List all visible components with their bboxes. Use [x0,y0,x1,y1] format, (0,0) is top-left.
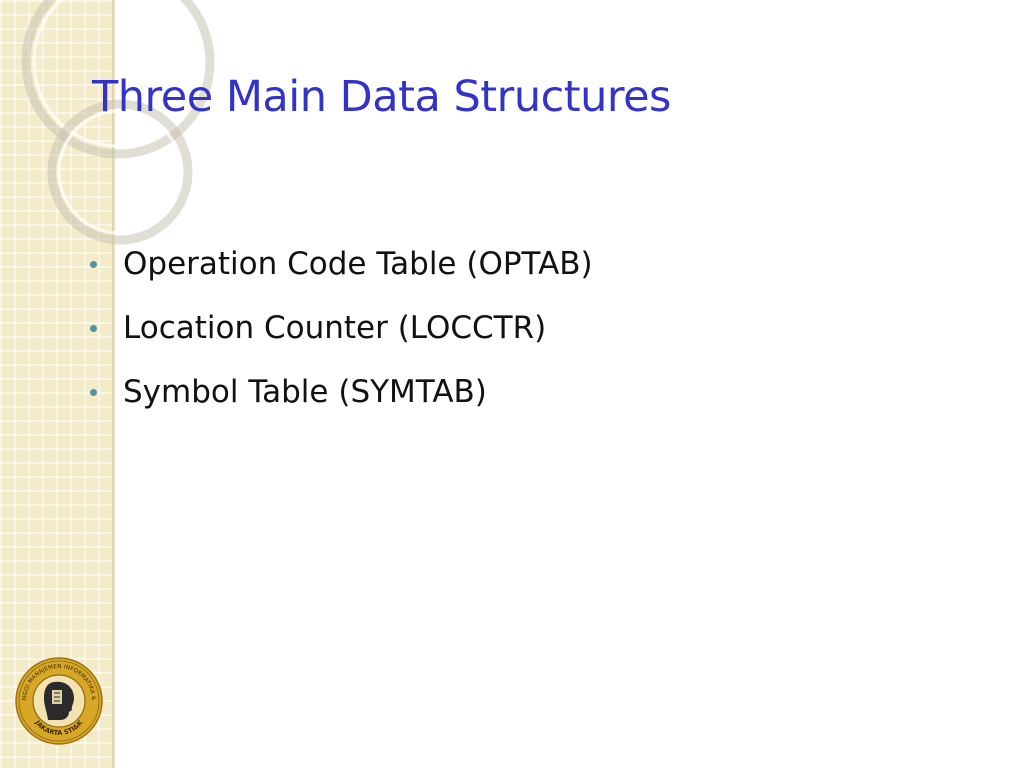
bullet-text: Symbol Table (SYMTAB) [123,374,487,410]
concentric-rings-icon [21,0,215,245]
institution-seal-icon: SEKOLAH TINGGI MANAJEMEN INFORMATIKA & K… [14,656,103,745]
side-panel-edge [112,0,115,768]
bullet-dot-icon [90,324,97,332]
bullet-dot-icon [90,388,97,396]
bullet-item-symtab: Symbol Table (SYMTAB) [90,360,593,424]
bullet-text: Location Counter (LOCCTR) [123,310,547,346]
bullet-item-optab: Operation Code Table (OPTAB) [90,232,593,296]
bullet-text: Operation Code Table (OPTAB) [123,246,593,282]
bullet-dot-icon [90,260,97,268]
bullet-item-locctr: Location Counter (LOCCTR) [90,296,593,360]
bullet-list: Operation Code Table (OPTAB) Location Co… [90,232,593,424]
slide-title: Three Main Data Structures [92,72,671,122]
